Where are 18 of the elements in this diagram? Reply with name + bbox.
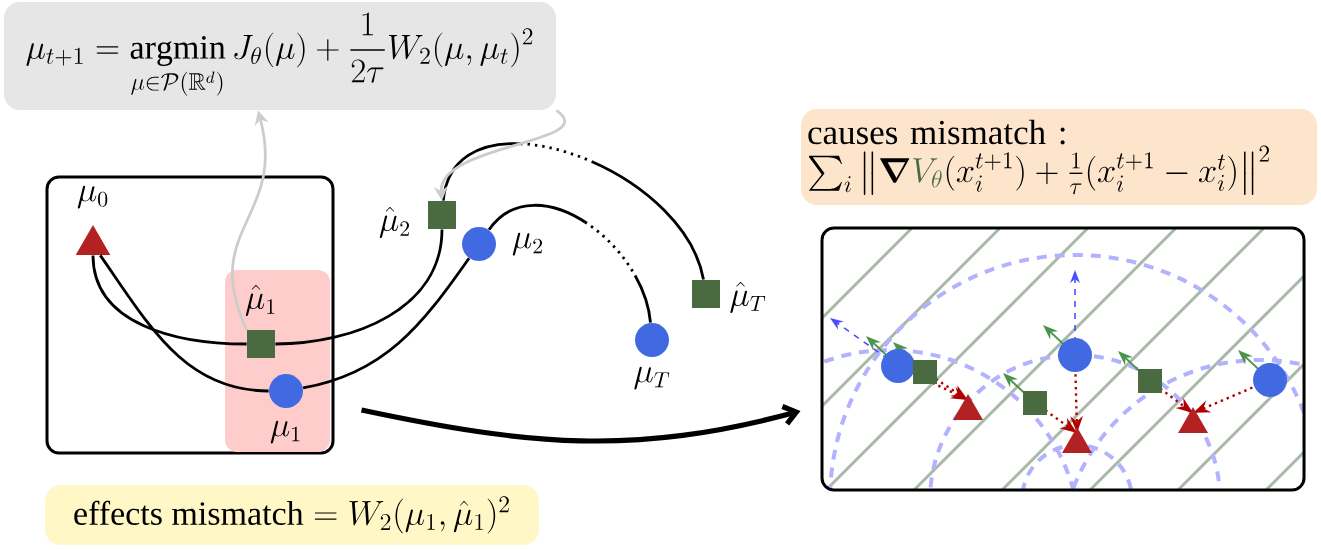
curved-line	[91, 255, 247, 346]
math-label: $\hat{\mu}_T$	[730, 281, 766, 314]
math-label: $\mu_1$	[270, 420, 300, 444]
math-label: $\hat{\mu}_1$	[245, 284, 275, 317]
math-label: $\hat{\mu}_2$	[379, 206, 410, 239]
math-label: $\mu_T$	[634, 366, 670, 390]
math-label: $\mu_0$	[77, 185, 108, 209]
formula-box: $\text{effects mismatch} = W_2(\mu_1,\hat{\mu}_1)^2$	[45, 485, 539, 545]
curved-line	[275, 229, 444, 346]
formula-box: causes mismatch : $\sum_i \left\| \boldsymbol{\nabla} {\color[HTML]{4A6B3F} V_\theta}(x_i^{t+1}) + \tfrac{1}{\tau}(x_i^{t+1}-x_i^t)\right\|^2$	[801, 109, 1317, 205]
curved-line	[441, 142, 705, 281]
math-label: $\mu_2$	[512, 232, 543, 256]
formula-box: $\mu_{t+1} = \operatorname*{argmin}_{\mu\in\mathcal{P}(\mathbb{R}^d)} J_\theta(\mu) + \frac{1}{2\tau} W_2(\mu,\mu_t)^2$	[4, 2, 556, 110]
curved-arrow	[361, 404, 801, 444]
curved-line	[302, 257, 471, 390]
curved-line	[487, 204, 652, 323]
curved-line	[99, 254, 269, 393]
panel-frame	[45, 175, 335, 455]
